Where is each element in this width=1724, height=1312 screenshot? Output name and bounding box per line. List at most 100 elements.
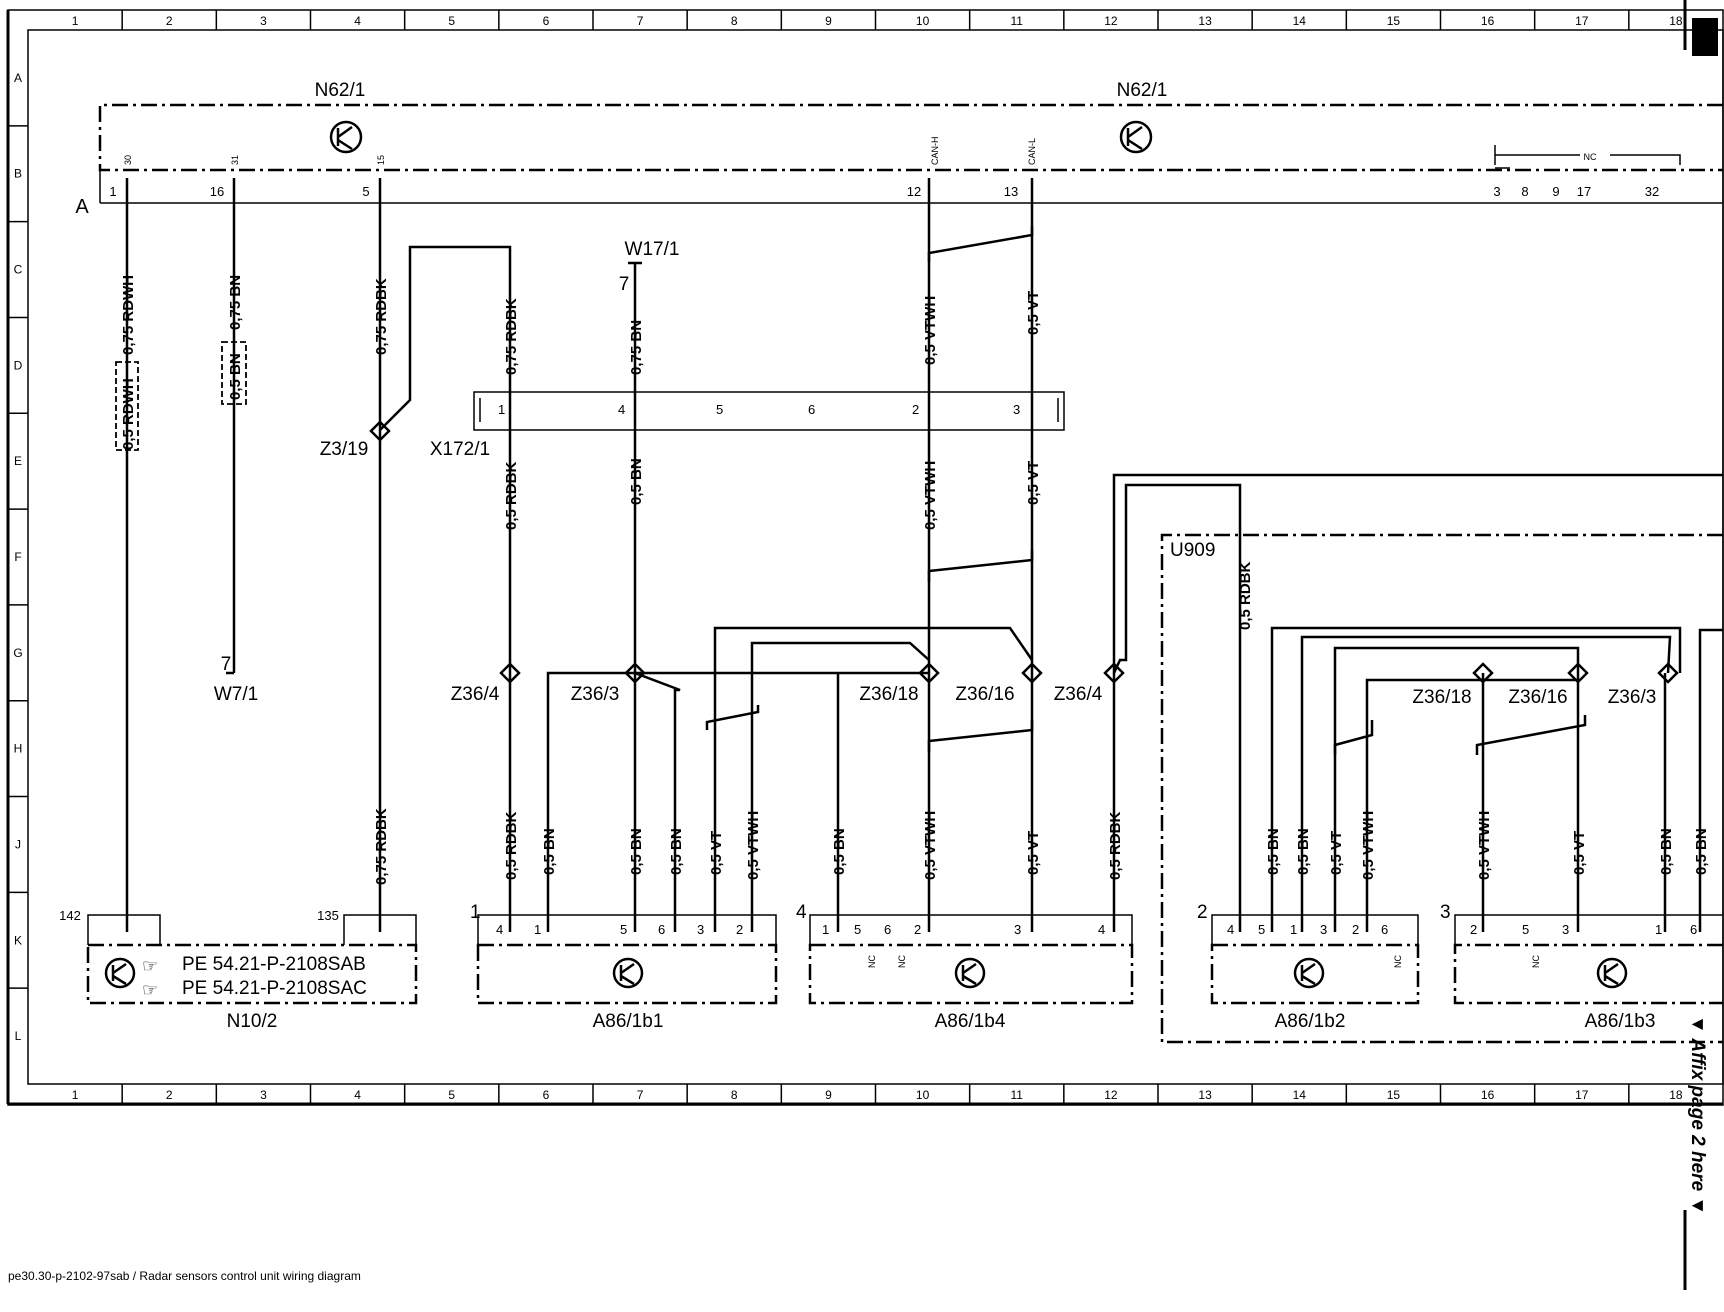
x172-pin-3: 3 — [1013, 402, 1020, 417]
wire-label: 0,5 VTWH — [922, 811, 939, 880]
pin-3-label: 3 — [1493, 184, 1500, 199]
x172-pin-2: 2 — [912, 402, 919, 417]
a86-1b3-sensor: 3 2 5 3 1 6 NC A86/1b3 — [1440, 902, 1723, 1032]
n10-ref-1: PE 54.21-P-2108SAB — [182, 954, 366, 975]
a86-1b2-sensor: 2 4 5 1 3 2 6 NC A86/1b2 — [1197, 902, 1420, 1032]
control-unit-icon — [954, 957, 986, 989]
wire-label: 0,5 RDBK — [503, 461, 520, 530]
grid-column-label: 1 — [72, 1088, 79, 1102]
wire-label: 0,75 BN — [227, 275, 244, 330]
grid-column-label: 17 — [1575, 1088, 1589, 1102]
wire-label: 0,5 VTWH — [922, 461, 939, 530]
n62-label-left: N62/1 — [315, 80, 366, 101]
pin-8-label: 8 — [1521, 184, 1528, 199]
z3-19-label: Z3/19 — [320, 439, 369, 460]
x172-pin-1: 1 — [498, 402, 505, 417]
wire-label: 0,75 RDBK — [373, 808, 390, 885]
splice-diamond-icon — [918, 662, 940, 684]
grid-column-label: 13 — [1198, 14, 1212, 28]
u909-label: U909 — [1170, 540, 1215, 561]
connector-a-label: A — [75, 196, 89, 218]
control-unit-icon — [612, 957, 644, 989]
grid-column-label: 4 — [354, 1088, 361, 1102]
grid-column-label: 2 — [166, 1088, 173, 1102]
wire-label: 0,5 VTWH — [1360, 811, 1377, 880]
pin-label: 1 — [822, 922, 829, 937]
control-unit-icon — [329, 120, 363, 154]
wire-label: 0,5 RDBK — [503, 811, 520, 880]
pin-label: 6 — [658, 922, 665, 937]
grid-column-label: 17 — [1575, 14, 1589, 28]
n10-2-label: N10/2 — [227, 1011, 278, 1032]
grid-column-label: 11 — [1011, 14, 1024, 28]
pin-31-label: 31 — [230, 155, 240, 165]
wire-label: 0,5 BN — [1658, 828, 1675, 875]
pin-label: 4 — [1098, 922, 1105, 937]
grid-column-label: 18 — [1669, 1088, 1683, 1102]
wires — [125, 178, 1723, 932]
a86-1b1-sensor: 1 4 1 5 6 3 2 A86/1b1 — [470, 902, 778, 1032]
wire-label: 0,5 VTWH — [745, 811, 762, 880]
n10-pin-135: 135 — [317, 908, 339, 923]
wire-label: 0,5 RDWH — [120, 378, 137, 450]
splice-diamond-icon — [624, 662, 646, 684]
pin-label: 5 — [854, 922, 861, 937]
splice-diamond-icon — [1472, 662, 1494, 684]
splice-diamond-icon — [1567, 662, 1589, 684]
pin-label: 2 — [914, 922, 921, 937]
grid-column-label: 14 — [1293, 14, 1307, 28]
z36-4-mid-label: Z36/4 — [1054, 684, 1103, 705]
grid-row-label: H — [14, 742, 23, 756]
splice-diamond-icon — [369, 420, 391, 442]
pin-label: 4 — [496, 922, 503, 937]
control-unit-icon — [1293, 957, 1325, 989]
wire-label: 0,5 RDBK — [1107, 811, 1124, 880]
wire-label: 0,5 VT — [1328, 831, 1345, 875]
b1-group: 1 — [470, 902, 481, 923]
b3-group: 3 — [1440, 902, 1451, 923]
wire-label: 0,5 BN — [1265, 828, 1282, 875]
grid-column-label: 10 — [916, 14, 930, 28]
z36-4-left-label: Z36/4 — [451, 684, 500, 705]
w7-label: W7/1 — [214, 684, 258, 705]
x172-pin-6: 6 — [808, 402, 815, 417]
grid-column-label: 16 — [1481, 14, 1495, 28]
pin-label: 5 — [620, 922, 627, 937]
pin-canl-label: CAN-L — [1027, 138, 1037, 165]
pin-12-label: 12 — [907, 184, 921, 199]
wire-label: 0,5 BN — [1693, 828, 1710, 875]
a86-1b4-sensor: 4 1 5 6 2 3 4 NC NC A86/1b4 — [796, 902, 1134, 1032]
wire-label: 0,5 VT — [1025, 831, 1042, 875]
x172-label: X172/1 — [430, 439, 490, 460]
pin-label: 3 — [1014, 922, 1021, 937]
pin-canh-label: CAN-H — [930, 137, 940, 166]
wire-label: 0,5 BN — [1295, 828, 1312, 875]
pin-label: 2 — [1352, 922, 1359, 937]
nc-label: NC — [867, 955, 877, 968]
splice-diamond-icon — [1021, 662, 1043, 684]
n10-2-module: 142 135 ☞ ☞ PE 54.21-P-2108SAB PE 54.21-… — [59, 908, 418, 1032]
wire-label: 0,5 VT — [1571, 831, 1588, 875]
footer-caption: pe30.30-p-2102-97sab / Radar sensors con… — [8, 1269, 361, 1283]
pin-9-label: 9 — [1552, 184, 1559, 199]
grid-column-label: 10 — [916, 1088, 930, 1102]
x172-pin-5: 5 — [716, 402, 723, 417]
grid-column-label: 3 — [260, 14, 267, 28]
b4-group: 4 — [796, 902, 807, 923]
z36-3-right-label: Z36/3 — [1608, 687, 1657, 708]
control-unit-icon — [104, 957, 136, 989]
grid-column-label: 5 — [448, 1088, 455, 1102]
grid-row-label: L — [15, 1029, 22, 1043]
wire-label: 0,5 BN — [541, 828, 558, 875]
control-unit-icon — [1596, 957, 1628, 989]
z36-18-left-label: Z36/18 — [859, 684, 918, 705]
a86-1b2-label: A86/1b2 — [1275, 1011, 1346, 1032]
x172-pin-4: 4 — [618, 402, 625, 417]
grid-column-label: 4 — [354, 14, 361, 28]
n10-pin-142: 142 — [59, 908, 81, 923]
grid-column-label: 5 — [448, 14, 455, 28]
grid-row-label: D — [14, 358, 23, 372]
wire-label: 0,5 RDBK — [1237, 561, 1254, 630]
wire-label: 0,5 BN — [668, 828, 685, 875]
